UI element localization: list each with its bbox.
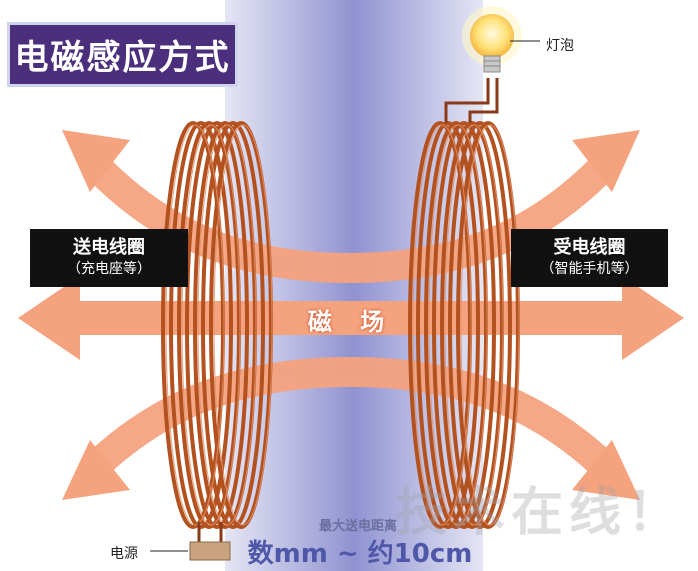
receiver-coil-highlight [412, 124, 520, 526]
title-box: 电磁感应方式 [7, 22, 238, 87]
magnetic-field-label: 磁 场 [307, 308, 395, 336]
transmitter-label: 送电线圈 [73, 237, 145, 258]
receiver-coil [408, 121, 520, 529]
power-source-label: 电源 [110, 546, 138, 562]
transmitter-coil [161, 121, 273, 529]
transmitter-label-box: 送电线圈 （充电座等） [30, 229, 188, 287]
distance-title: 最大送电距离 [318, 519, 397, 534]
field-arrowheads [62, 130, 640, 500]
field-arrow-center [18, 276, 684, 360]
receiver-label-box: 受电线圈 （智能手机等） [511, 229, 668, 287]
watermark: 技术在线！ [394, 483, 685, 543]
power-wires [197, 522, 223, 544]
page-title: 电磁感应方式 [14, 38, 231, 78]
bulb-wires [444, 78, 499, 123]
receiver-sublabel: （智能手机等） [540, 261, 639, 277]
field-band [225, 0, 483, 571]
distance-value: 数mm ~ 约10cm [247, 539, 473, 569]
bulb-label: 灯泡 [546, 38, 574, 54]
power-source-box [189, 541, 231, 561]
light-bulb-icon [462, 6, 522, 73]
receiver-label: 受电线圈 [553, 237, 626, 258]
transmitter-coil-highlight [165, 124, 273, 526]
transmitter-sublabel: （充电座等） [67, 261, 151, 277]
